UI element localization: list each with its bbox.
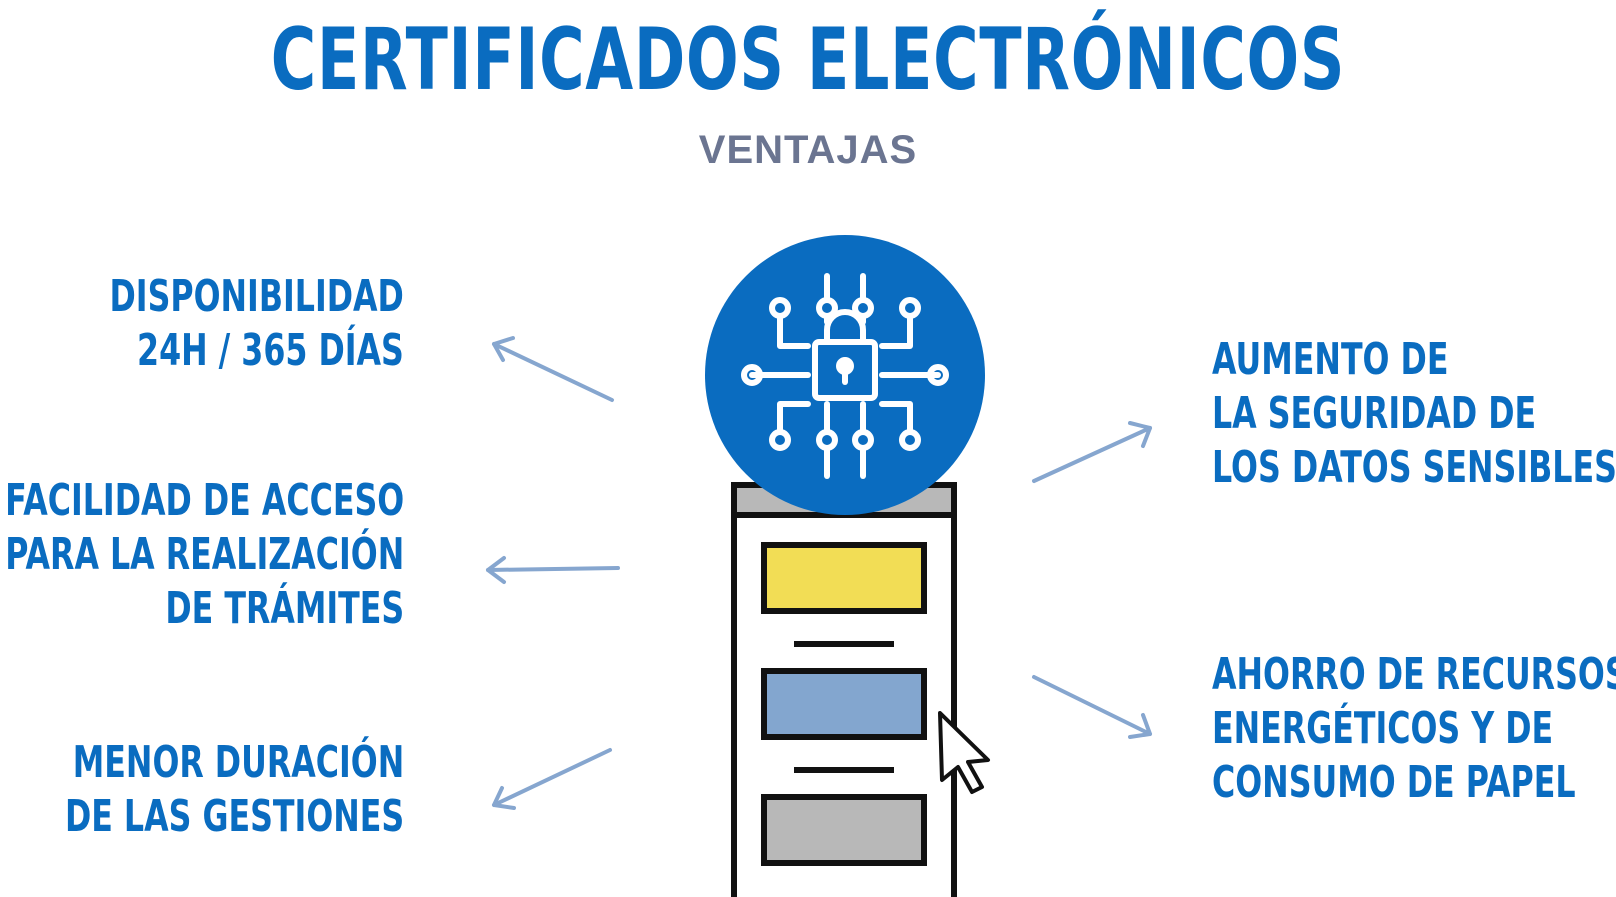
arrow-to-savings	[1032, 675, 1152, 739]
advantage-access: FACILIDAD DE ACCESO PARA LA REALIZACIÓN …	[5, 474, 404, 636]
mouse-cursor-icon	[938, 711, 990, 794]
advantage-line: FACILIDAD DE ACCESO	[4, 475, 404, 526]
arrow-to-security	[1032, 421, 1152, 483]
arrow-to-duration	[492, 748, 612, 810]
advantage-line: ENERGÉTICOS Y DE	[1212, 703, 1554, 754]
page-title: CERTIFICADOS ELECTRÓNICOS	[270, 10, 1346, 110]
advantage-line: DE TRÁMITES	[165, 583, 404, 634]
advantage-line: DE LAS GESTIONES	[64, 791, 404, 842]
advantage-line: CONSUMO DE PAPEL	[1212, 757, 1576, 808]
advantage-line: 24H / 365 DÍAS	[137, 325, 404, 376]
advantage-security: AUMENTO DE LA SEGURIDAD DE LOS DATOS SEN…	[1212, 333, 1616, 495]
advantage-line: AUMENTO DE	[1212, 334, 1449, 385]
advantage-line: DISPONIBILIDAD	[109, 271, 404, 322]
advantage-savings: AHORRO DE RECURSOS ENERGÉTICOS Y DE CONS…	[1212, 648, 1616, 810]
browser-window-icon	[731, 482, 957, 897]
advantage-duration: MENOR DURACIÓN DE LAS GESTIONES	[65, 736, 404, 844]
advantage-line: PARA LA REALIZACIÓN	[4, 529, 404, 580]
padlock-circuit-icon	[705, 235, 985, 515]
advantage-line: LA SEGURIDAD DE	[1212, 388, 1537, 439]
page-subtitle: VENTAJAS	[698, 128, 918, 172]
advantage-availability: DISPONIBILIDAD 24H / 365 DÍAS	[110, 270, 404, 378]
arrow-to-availability	[492, 336, 614, 402]
advantage-line: MENOR DURACIÓN	[72, 737, 404, 788]
arrow-to-access	[486, 556, 620, 584]
advantage-line: AHORRO DE RECURSOS	[1212, 649, 1616, 700]
advantage-line: LOS DATOS SENSIBLES	[1212, 442, 1616, 493]
